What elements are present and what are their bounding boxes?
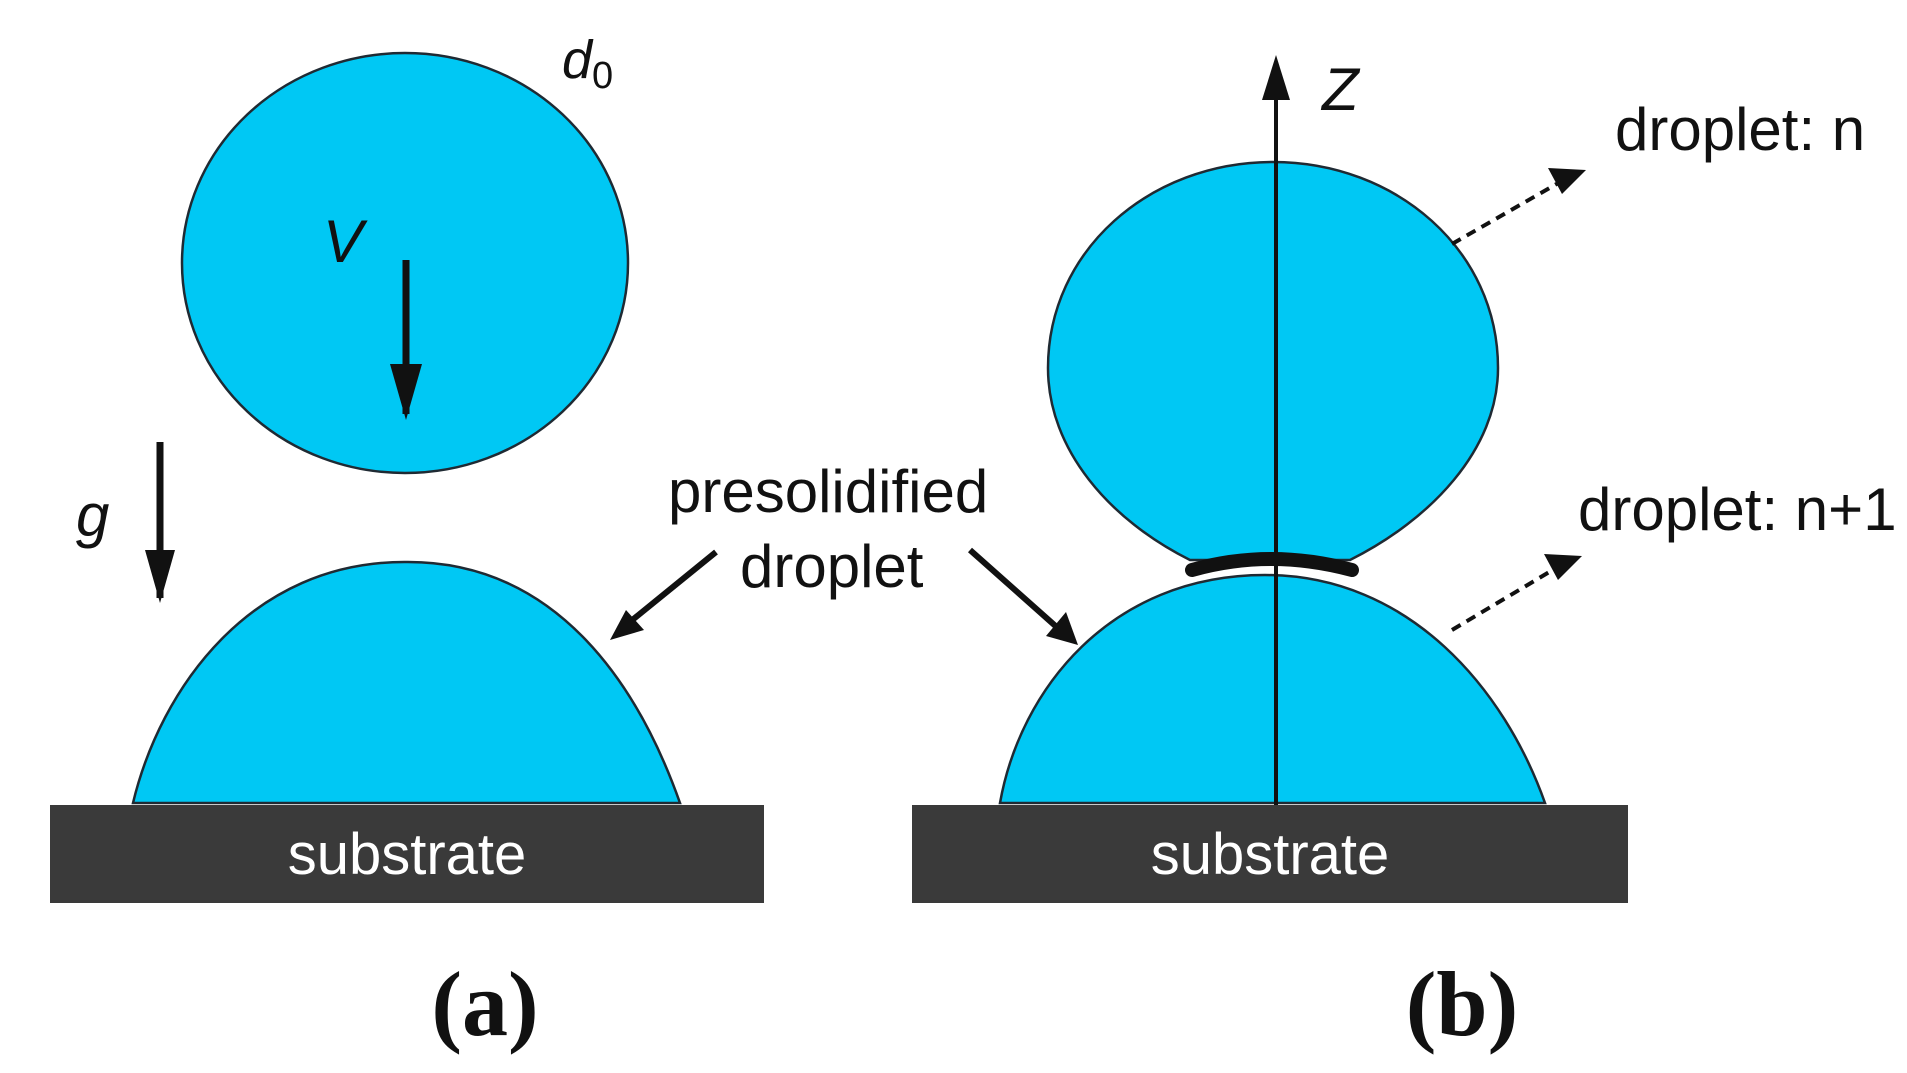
substrate-a (50, 805, 764, 903)
z-axis-label: Z (1320, 56, 1361, 123)
velocity-label: V (323, 208, 368, 275)
presolidified-pointer-arrow-right (968, 547, 1062, 633)
panel-a: d0 V g presolidified droplet substrate (… (50, 30, 988, 1055)
presolidified-pointer-arrow-left (618, 549, 718, 633)
substrate-a-label: substrate (288, 822, 527, 887)
droplet-n1-arrowhead (1544, 554, 1582, 580)
presolidified-droplet-b (998, 573, 1547, 805)
gravity-arrowhead (145, 550, 175, 603)
droplet-n-label: droplet: n (1615, 96, 1865, 163)
droplet-n1-dashed-arrow (1450, 566, 1558, 632)
droplet-n-dashed-arrow (1451, 180, 1561, 246)
presolidified-label-line1: presolidified (668, 458, 988, 525)
velocity-arrowhead (390, 364, 422, 420)
droplet-n1-label: droplet: n+1 (1578, 476, 1897, 543)
presolidified-pointer-arrowhead-left (610, 610, 644, 640)
z-axis-arrowhead (1262, 55, 1290, 100)
droplet-n-arrowhead (1548, 168, 1586, 194)
panel-b: Z droplet: n droplet: n+1 substrate (b) (912, 55, 1897, 1055)
droplet-n (1046, 160, 1500, 562)
presolidified-pointer-arrowhead-right (1046, 612, 1078, 645)
d0-main: d (562, 30, 594, 90)
panel-a-label: (a) (431, 953, 538, 1055)
d0-subscript: 0 (592, 55, 613, 97)
substrate-b-label: substrate (1151, 822, 1390, 887)
solidification-interface (1185, 552, 1359, 577)
substrate-b (912, 805, 1628, 903)
gravity-label: g (76, 482, 109, 549)
presolidified-droplet (131, 560, 682, 805)
presolidified-label-line2: droplet (740, 533, 924, 600)
panel-b-label: (b) (1406, 953, 1518, 1055)
d0-label: d0 (562, 30, 613, 97)
